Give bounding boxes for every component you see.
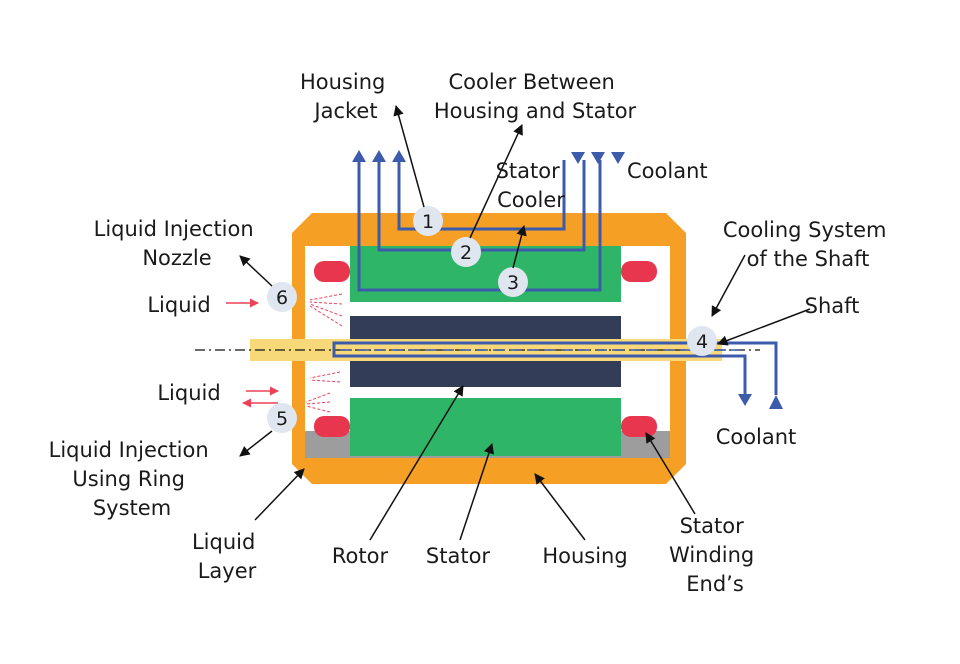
marker-6: 6 <box>267 282 297 312</box>
label-cooling-shaft: Cooling System of the Shaft <box>723 218 893 271</box>
leader-stator-cooler <box>512 224 527 269</box>
stator-bottom <box>350 398 621 456</box>
label-cooler-between: Cooler Between Housing and Stator <box>434 70 637 123</box>
coolant-arrowheads-top <box>352 150 625 164</box>
liquid-arrows <box>226 298 279 408</box>
label-injection-nozzle: Liquid Injection Nozzle <box>94 217 261 270</box>
coolant-pipes-top <box>357 160 602 292</box>
marker-4: 4 <box>687 326 717 356</box>
label-stator-cooler: Stator Cooler <box>496 159 567 212</box>
rotor-bottom <box>350 360 621 387</box>
liquid-spray-top <box>309 293 343 327</box>
marker-3: 3 <box>498 267 528 297</box>
winding-end-top-left <box>314 261 350 282</box>
leader-liquid-layer <box>254 468 305 521</box>
marker-5: 5 <box>267 403 297 433</box>
label-coolant-bottom: Coolant <box>716 425 797 449</box>
svg-text:6: 6 <box>276 287 288 309</box>
stator-top <box>350 246 621 302</box>
svg-text:5: 5 <box>276 408 288 430</box>
label-coolant-top: Coolant <box>627 159 708 183</box>
leader-housing-jacket <box>393 104 425 208</box>
label-shaft: Shaft <box>805 294 860 318</box>
winding-end-bottom-left <box>314 416 350 437</box>
label-liquid-top: Liquid <box>147 293 210 317</box>
label-ring-system: Liquid Injection Using Ring System <box>49 438 216 520</box>
svg-text:1: 1 <box>422 211 434 233</box>
liquid-spray-bottom <box>305 371 341 413</box>
label-housing: Housing <box>542 544 627 568</box>
winding-end-top-right <box>621 261 657 282</box>
svg-text:3: 3 <box>507 272 519 294</box>
leader-ring-system <box>239 430 273 457</box>
leader-lines <box>239 104 811 541</box>
leader-stator <box>459 443 494 541</box>
leader-winding-ends <box>645 432 696 515</box>
shaft-coolant-pipe <box>332 341 778 395</box>
label-stator: Stator <box>426 544 491 568</box>
coolant-arrowheads-shaft <box>738 394 783 409</box>
label-housing-jacket: Housing Jacket <box>300 70 392 123</box>
svg-text:2: 2 <box>460 242 472 264</box>
leader-cooler-between <box>469 124 523 239</box>
svg-text:4: 4 <box>696 331 708 353</box>
leader-shaft <box>717 308 811 346</box>
leader-nozzle <box>239 255 273 287</box>
label-liquid-bottom: Liquid <box>157 381 220 405</box>
marker-2: 2 <box>451 237 481 267</box>
leader-rotor <box>369 385 464 541</box>
label-winding-ends: Stator Winding End’s <box>669 514 761 596</box>
label-rotor: Rotor <box>332 544 389 568</box>
leader-housing <box>534 473 586 541</box>
label-liquid-layer: Liquid Layer <box>192 530 262 583</box>
marker-1: 1 <box>413 206 443 236</box>
winding-end-bottom-right <box>621 416 657 437</box>
leader-cooling-shaft <box>711 254 746 317</box>
